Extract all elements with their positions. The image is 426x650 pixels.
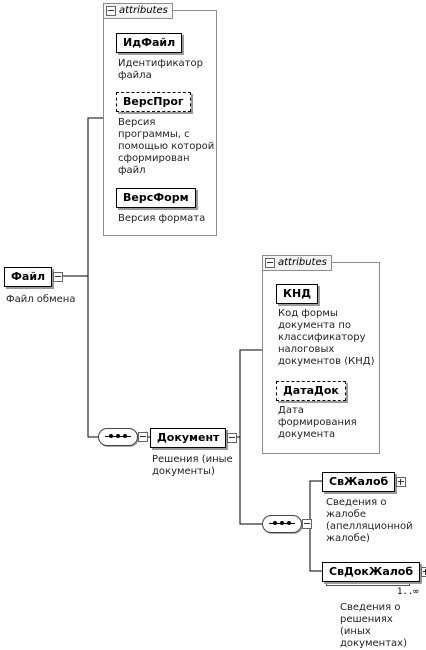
attribute-node-idfile[interactable]: ИдФайл (116, 33, 183, 53)
root-description: Файл обмена (6, 294, 76, 305)
sequence-dot (280, 521, 284, 525)
sequence-dot (109, 434, 113, 438)
collapse-icon[interactable] (302, 519, 312, 529)
document-attributes-tab[interactable]: attributes (262, 255, 332, 271)
attribute-node-datadok[interactable]: ДатаДок (276, 381, 346, 401)
file-attributes-tab[interactable]: attributes (103, 3, 173, 19)
cardinality-label: 1..∞ (397, 587, 419, 597)
child-element-svdokzhalob[interactable]: СвДокЖалоб (322, 562, 426, 582)
child-description: Сведения о решениях (иных документах) (340, 602, 407, 649)
sequence-compositor[interactable] (262, 515, 302, 533)
attribute-description: Код формы документа по классификатору на… (278, 308, 375, 367)
attribute-node-versform[interactable]: ВерсФорм (116, 188, 196, 208)
sequence-dot (116, 434, 120, 438)
attribute-description: Идентификатор файла (118, 58, 203, 81)
collapse-icon[interactable] (53, 272, 64, 282)
attribute-description: Версия программы, с помощью которой сфор… (118, 117, 215, 176)
sequence-dot (123, 434, 127, 438)
document-description: Решения (иные документы) (152, 454, 233, 477)
collapse-icon[interactable] (106, 6, 116, 16)
expand-icon[interactable] (421, 567, 426, 577)
document-element-node[interactable]: Документ (150, 428, 238, 448)
expand-icon[interactable] (396, 477, 407, 487)
attribute-description: Версия формата (118, 213, 206, 224)
root-element-node[interactable]: Файл (4, 267, 64, 287)
sequence-dot (287, 521, 291, 525)
attribute-node-versprog[interactable]: ВерсПрог (116, 92, 191, 112)
child-description: Сведения о жалобе (апелляционной жалобе) (326, 497, 413, 544)
collapse-icon[interactable] (138, 432, 148, 442)
attribute-node-knd[interactable]: КНД (276, 284, 318, 304)
collapse-icon[interactable] (227, 433, 238, 443)
sequence-dot (273, 521, 277, 525)
attributes-tab-label: attributes (278, 257, 327, 268)
attribute-description: Дата формирования документа (278, 405, 357, 440)
child-element-svzhalob[interactable]: СвЖалоб (322, 472, 407, 492)
attributes-tab-label: attributes (119, 5, 168, 16)
sequence-compositor[interactable] (98, 428, 138, 446)
collapse-icon[interactable] (265, 258, 275, 268)
